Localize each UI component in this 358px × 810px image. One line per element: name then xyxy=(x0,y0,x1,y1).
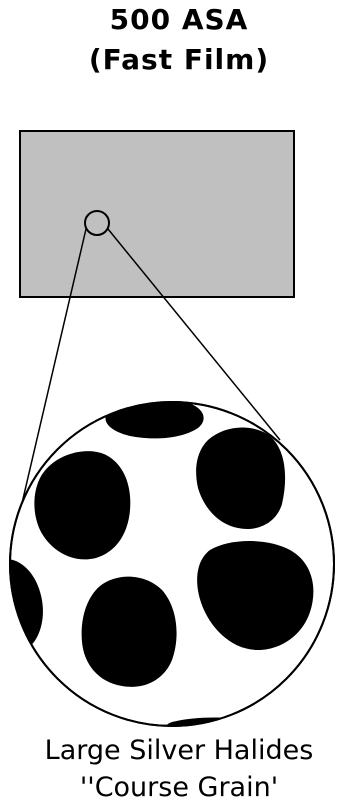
film-sample-rect xyxy=(20,131,294,297)
grain-lower-middle xyxy=(82,577,177,687)
caption-line-2: ''Course Grain' xyxy=(0,772,358,804)
caption-line-1: Large Silver Halides xyxy=(0,735,358,767)
grain-top xyxy=(105,399,203,439)
